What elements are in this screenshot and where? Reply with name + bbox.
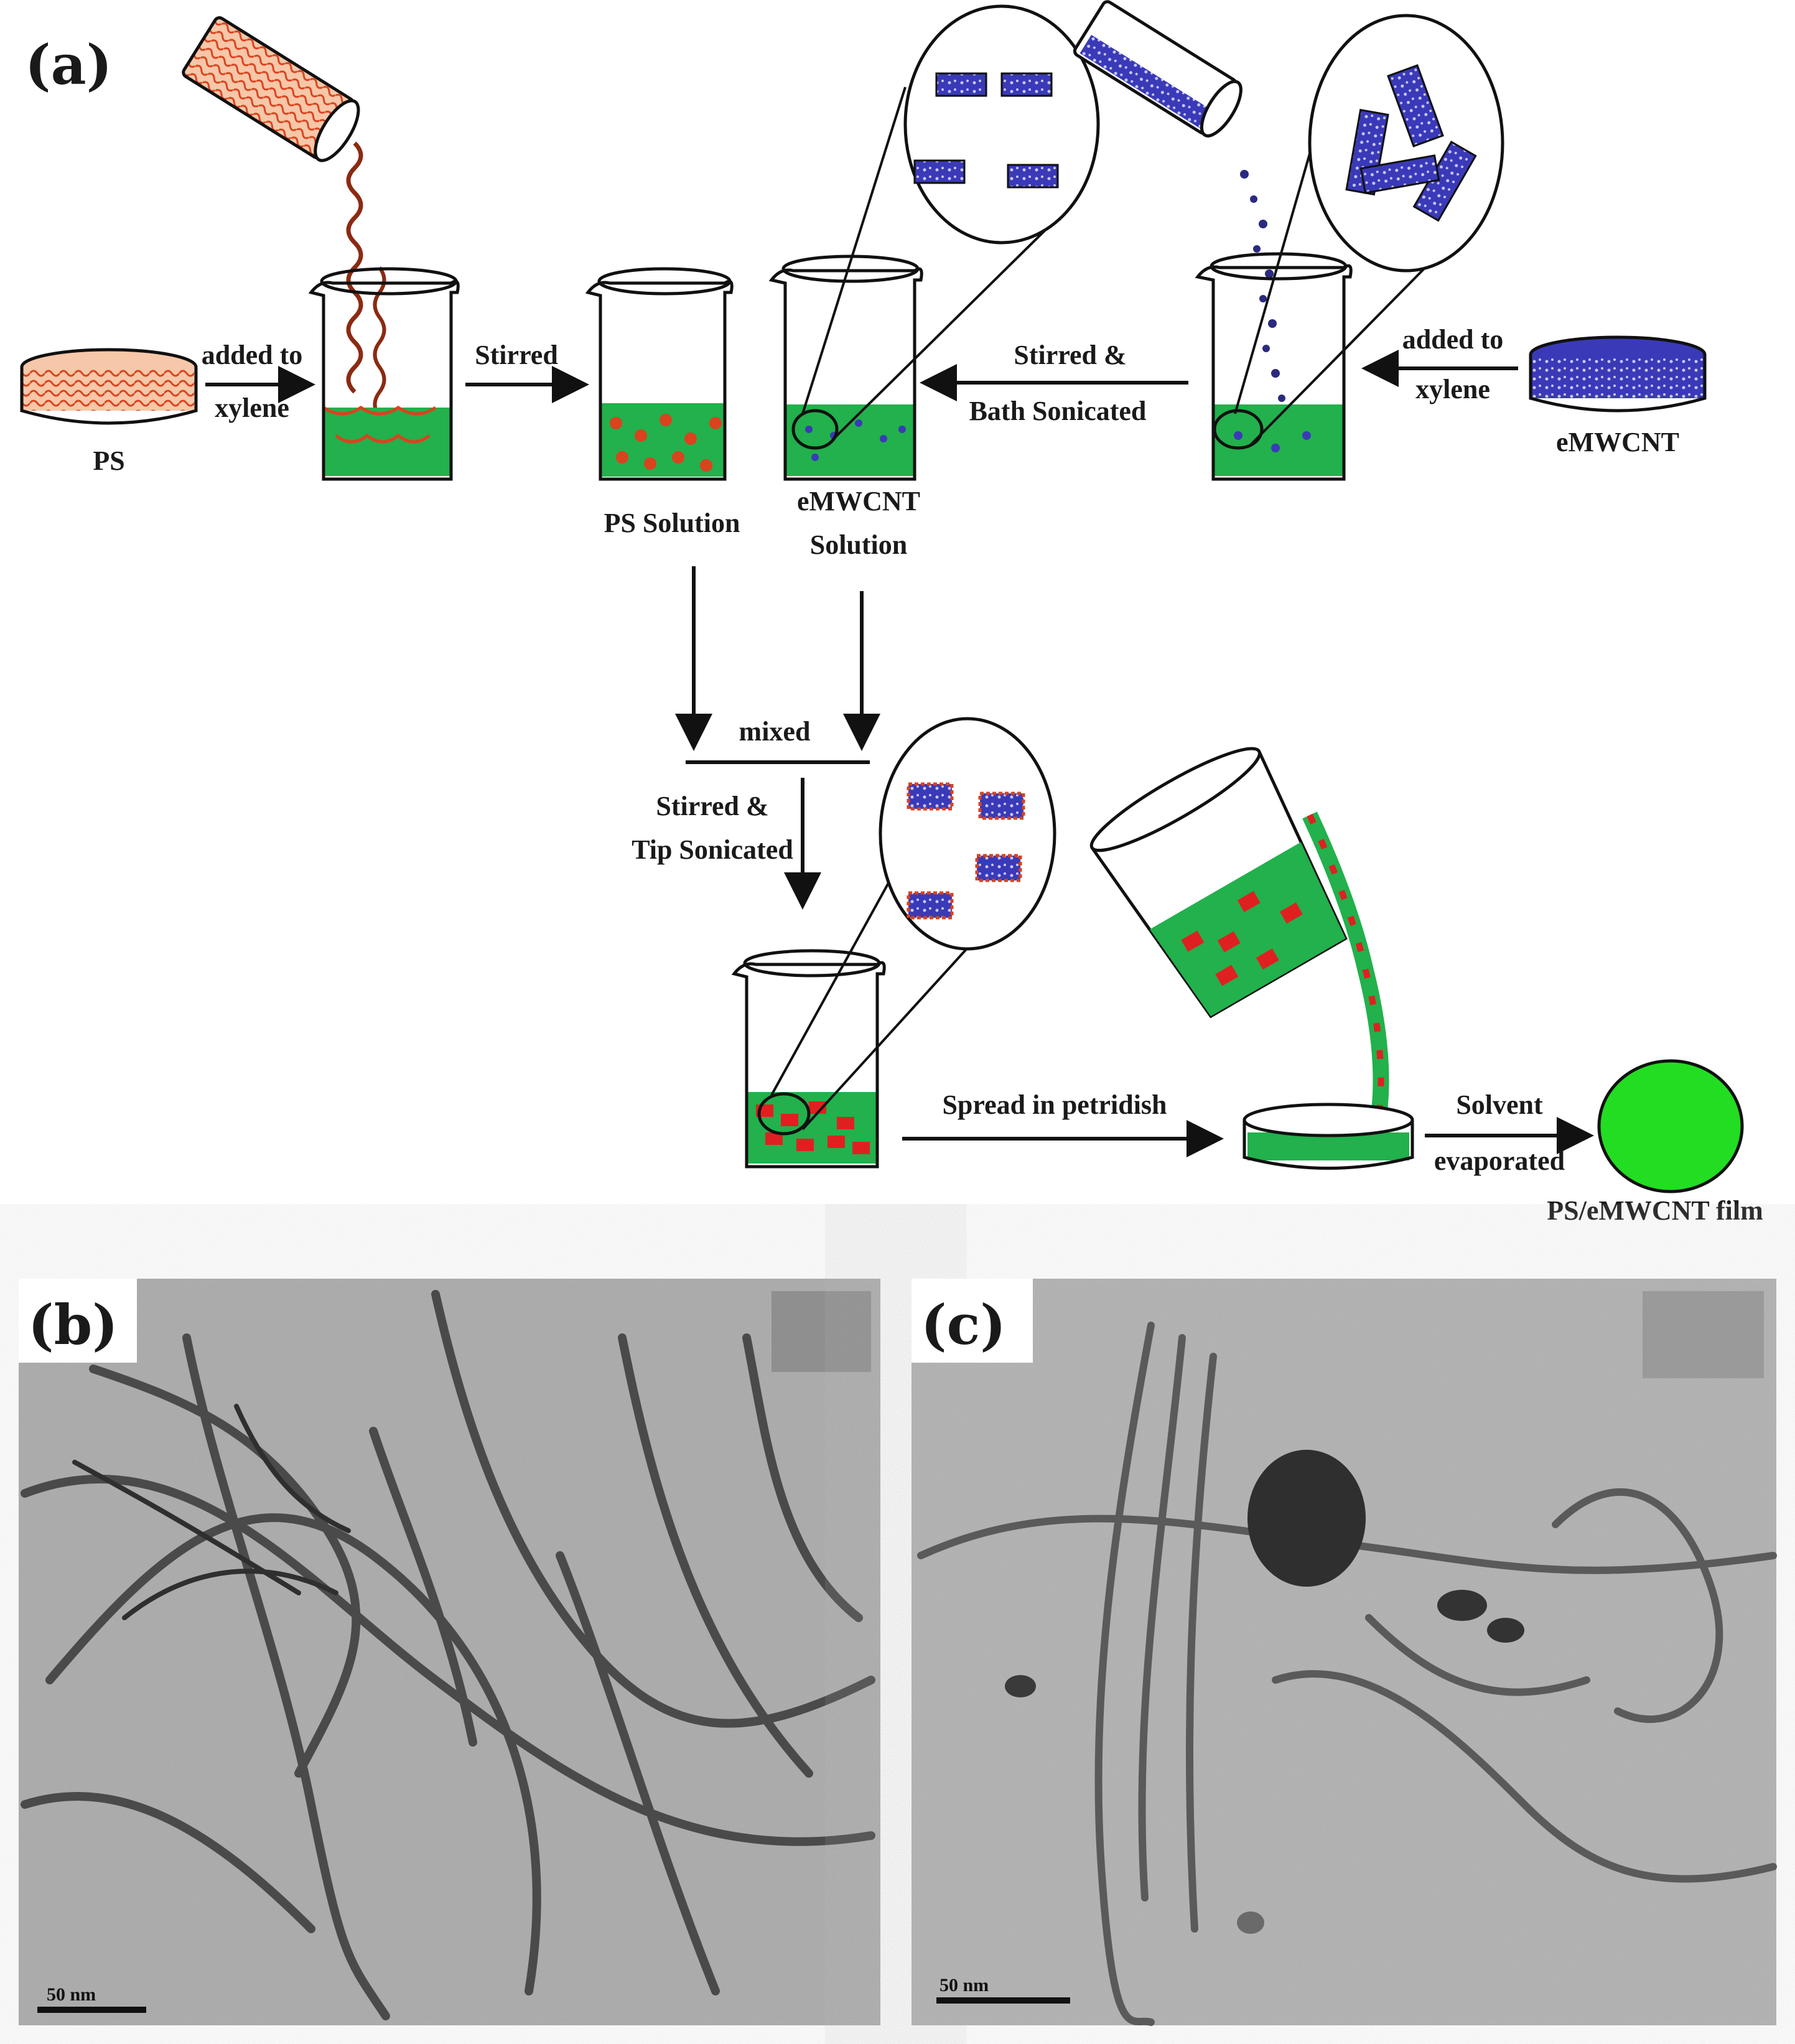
label-added-to-1: added to [202, 340, 303, 370]
tem-image-c [911, 1279, 1777, 2026]
mixing-connector [675, 566, 880, 910]
zoom-circle-wrapped-cnt [770, 717, 1056, 1131]
zoom-circle-aggregated-cnt [1234, 14, 1504, 446]
label-film: PS/eMWCNT film [1547, 1195, 1763, 1226]
ps-dish [20, 348, 198, 425]
label-stirred-amp-2: Stirred & [656, 791, 768, 821]
polymer-stream-2 [373, 266, 386, 418]
watermark-patch-c [1643, 1291, 1764, 1378]
panel-label-a: (a) [25, 32, 112, 97]
pouring-beaker [1089, 747, 1348, 1019]
cnt-falling-particles [1240, 170, 1285, 427]
label-box-c [911, 1279, 1033, 1363]
label-ps-solution: PS Solution [604, 508, 740, 538]
label-stirred: Stirred [475, 340, 558, 370]
label-solvent: Solvent [1456, 1090, 1543, 1120]
nanoparticle-cluster [1247, 1450, 1366, 1587]
tem-image-b [19, 1279, 880, 2025]
scale-label-c: 50 nm [939, 1975, 989, 1995]
label-bath-sonicated: Bath Sonicated [969, 396, 1147, 426]
beaker-mixture [731, 949, 886, 1169]
label-tip-sonicated: Tip Sonicated [632, 834, 793, 865]
label-stirred-amp: Stirred & [1014, 340, 1126, 370]
beaker-emwcnt-solution [768, 254, 923, 481]
emwcnt-dish [1529, 335, 1707, 413]
label-added-to-2: added to [1402, 324, 1504, 355]
beaker-ps-xylene [308, 267, 460, 481]
ps-test-tube [182, 16, 360, 162]
ps-emwcnt-film [1597, 1059, 1744, 1193]
panel-label-c: (c) [921, 1292, 1006, 1357]
label-emwcnt: eMWCNT [1556, 427, 1679, 457]
label-mixed: mixed [739, 716, 811, 747]
label-emwcnt-solution-2: Solution [810, 530, 908, 560]
panel-label-b: (b) [28, 1292, 118, 1357]
polymer-stream [346, 141, 363, 394]
pour-stream [1302, 811, 1389, 1121]
watermark-patch-b [772, 1291, 871, 1372]
petri-dish [1243, 1103, 1414, 1170]
label-evaporated: evaporated [1434, 1146, 1565, 1176]
label-xylene-1: xylene [215, 393, 289, 423]
scale-label-b: 50 nm [47, 1984, 96, 2005]
cnt-test-tube [1073, 0, 1243, 138]
label-spread: Spread in petridish [942, 1090, 1167, 1120]
label-box-b [19, 1279, 137, 1363]
label-xylene-2: xylene [1415, 374, 1490, 404]
label-emwcnt-solution-1: eMWCNT [797, 486, 920, 516]
beaker-ps-solution [585, 267, 734, 481]
zoom-circle-dispersed-cnt [801, 4, 1100, 440]
label-ps: PS [93, 446, 124, 476]
